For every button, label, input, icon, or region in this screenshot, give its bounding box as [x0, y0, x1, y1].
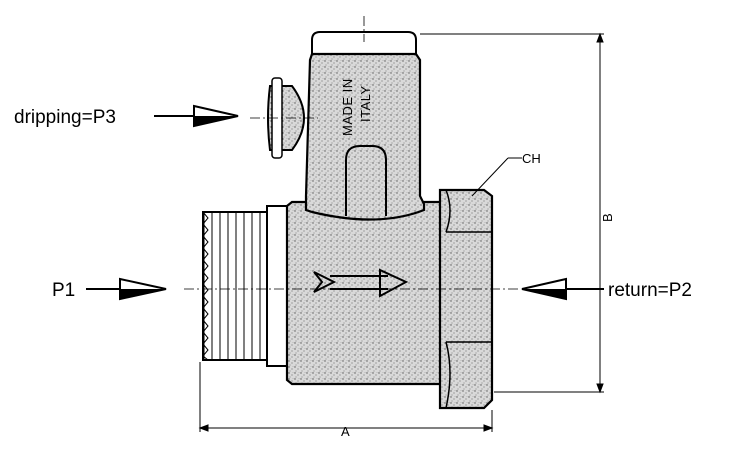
- label-dripping: dripping=P3: [14, 107, 116, 128]
- label-hex: CH: [522, 151, 541, 166]
- centre-lines: [184, 16, 520, 290]
- arrow-dripping: [154, 104, 239, 128]
- threaded-inlet: [202, 205, 288, 367]
- label-dim-b: B: [600, 213, 615, 222]
- arrow-return: [521, 277, 604, 301]
- valve-body: [267, 31, 448, 386]
- label-return: return=P2: [608, 280, 692, 301]
- dimension-lines: [198, 32, 604, 432]
- hex-nut: [438, 188, 494, 410]
- arrow-inlet: [86, 277, 167, 301]
- label-inlet: P1: [52, 280, 75, 301]
- stamp-italy: ITALY: [358, 85, 373, 122]
- label-dim-a: A: [341, 424, 350, 439]
- stamp-made-in: MADE IN: [340, 78, 355, 136]
